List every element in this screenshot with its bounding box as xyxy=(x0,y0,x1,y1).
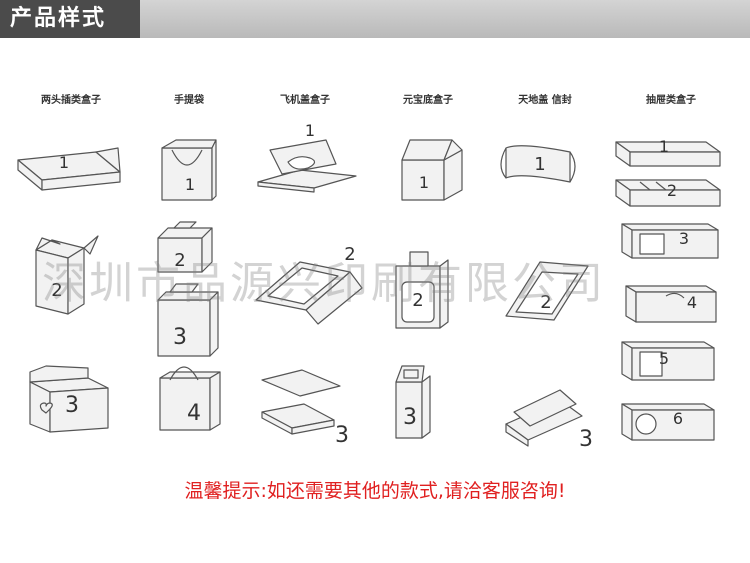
drawer-box-3-number: 3 xyxy=(679,229,689,248)
drawer-box-2-number: 2 xyxy=(667,181,677,200)
lid-envelope-2-number: 2 xyxy=(540,292,551,313)
lid-envelope-1-number: 1 xyxy=(534,154,545,175)
gable-box-2-illustration xyxy=(395,251,449,329)
header-banner-dark xyxy=(0,0,140,38)
handbag-4-number: 4 xyxy=(187,401,201,426)
mailer-box-1-number: 1 xyxy=(305,121,315,140)
tuck-end-box-1-illustration xyxy=(17,147,121,191)
column-label-mailer-box: 飞机盖盒子 xyxy=(280,95,330,106)
lid-envelope-3-illustration xyxy=(505,389,583,447)
drawer-box-6-illustration xyxy=(621,403,715,441)
tip-text: 温馨提示:如还需要其他的款式,请洽客服咨询! xyxy=(184,480,566,502)
column-label-tuck-end-box: 两头插类盒子 xyxy=(41,95,101,106)
column-label-handbag: 手提袋 xyxy=(174,95,204,106)
lid-envelope-2-illustration xyxy=(505,261,589,321)
mailer-box-3-illustration xyxy=(261,369,341,435)
gable-box-2-number: 2 xyxy=(412,290,423,311)
gable-box-1-number: 1 xyxy=(419,173,429,192)
lid-envelope-1-illustration xyxy=(500,145,576,183)
page-title: 产品样式 xyxy=(10,6,107,31)
column-label-gable-box: 元宝底盒子 xyxy=(403,95,453,106)
tuck-end-box-3-number: 3 xyxy=(65,393,79,418)
company-watermark: 深圳市品源兴印刷有限公司 xyxy=(42,258,606,309)
drawer-box-2-illustration xyxy=(615,179,721,207)
handbag-3-illustration xyxy=(157,283,219,357)
drawer-box-3-illustration xyxy=(621,223,719,259)
column-label-drawer-box: 抽屉类盒子 xyxy=(646,95,696,106)
drawer-box-6-number: 6 xyxy=(673,409,683,428)
handbag-1-illustration xyxy=(161,139,217,201)
handbag-1-number: 1 xyxy=(185,175,195,194)
mailer-box-2-number: 2 xyxy=(344,244,355,265)
drawer-box-1-number: 1 xyxy=(659,137,669,156)
header-banner-light xyxy=(140,0,750,38)
drawer-box-5-illustration xyxy=(621,341,715,381)
gable-box-1-illustration xyxy=(401,139,463,201)
drawer-box-4-illustration xyxy=(625,285,717,323)
tuck-end-box-1-number: 1 xyxy=(59,153,69,172)
tuck-end-box-3-illustration xyxy=(29,365,109,433)
handbag-3-number: 3 xyxy=(173,325,187,350)
tuck-end-box-2-number: 2 xyxy=(51,280,62,301)
lid-envelope-3-number: 3 xyxy=(579,427,593,452)
mailer-box-3-number: 3 xyxy=(335,423,349,448)
drawer-box-1-illustration xyxy=(615,141,721,167)
drawer-box-5-number: 5 xyxy=(659,349,669,368)
gable-box-3-number: 3 xyxy=(403,405,417,430)
mailer-box-2-illustration xyxy=(255,261,363,325)
handbag-2-number: 2 xyxy=(174,250,185,271)
tuck-end-box-2-illustration xyxy=(35,235,99,315)
gable-box-3-illustration xyxy=(395,365,431,439)
mailer-box-1-illustration xyxy=(257,139,357,193)
handbag-2-illustration xyxy=(157,221,213,273)
header-banner: 产品样式 xyxy=(0,0,750,38)
drawer-box-4-number: 4 xyxy=(687,293,697,312)
column-label-lid-envelope: 天地盖 信封 xyxy=(518,95,572,106)
handbag-4-illustration xyxy=(159,366,221,431)
